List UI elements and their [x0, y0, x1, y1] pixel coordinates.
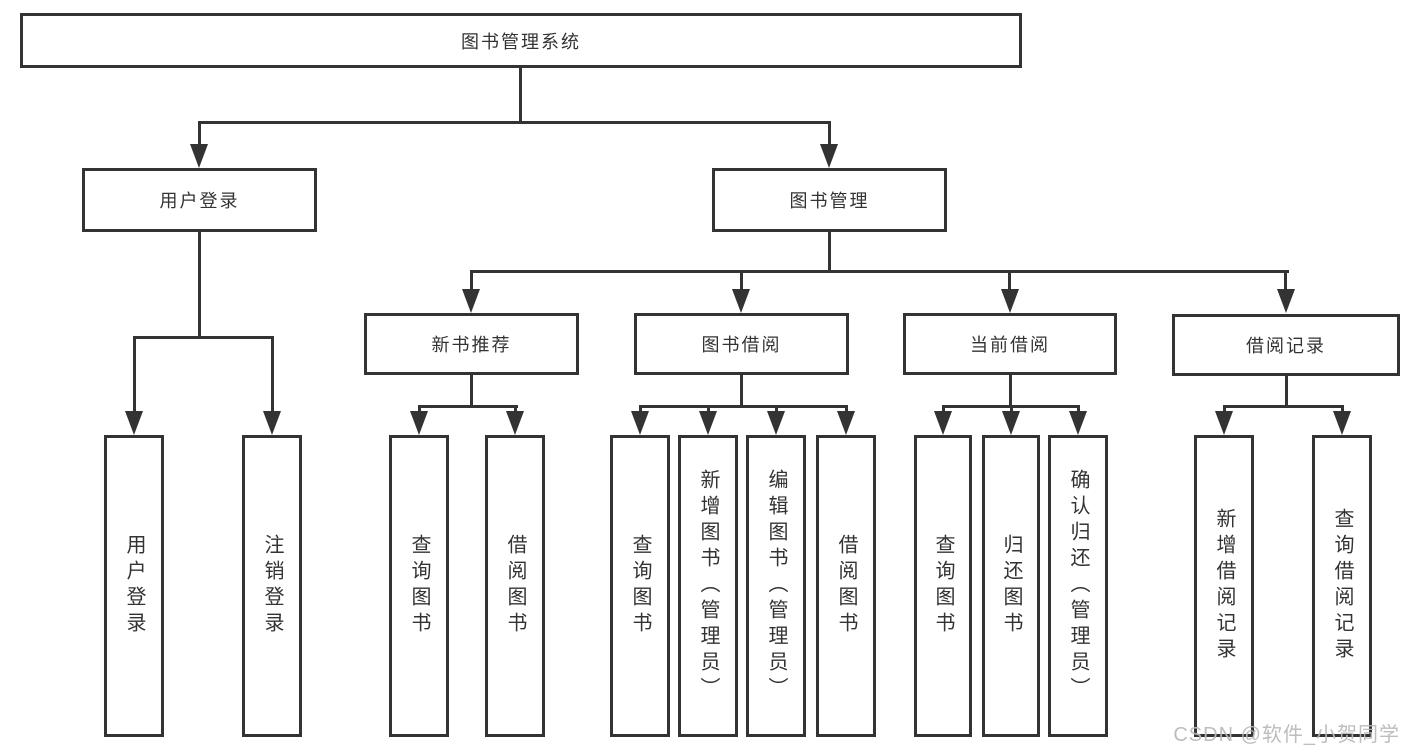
- node-book-management: 图书管理: [712, 168, 947, 232]
- connector-line: [519, 68, 522, 123]
- connector-line: [1284, 270, 1287, 294]
- arrow-down-icon: [506, 411, 524, 435]
- leaf-query-books-current: 查询图书: [914, 435, 972, 737]
- connector-line: [707, 405, 710, 415]
- arrow-down-icon: [263, 411, 281, 435]
- connector-line: [828, 121, 831, 147]
- leaf-borrow-books-recommend: 借阅图书: [485, 435, 545, 737]
- connector-line: [514, 405, 517, 415]
- node-current-borrowing: 当前借阅: [903, 313, 1117, 375]
- connector-line: [1223, 405, 1344, 408]
- arrow-down-icon: [820, 144, 838, 168]
- leaf-query-books-recommend: 查询图书: [389, 435, 449, 737]
- arrow-down-icon: [1277, 289, 1295, 313]
- arrow-down-icon: [125, 411, 143, 435]
- connector-line: [1285, 376, 1288, 408]
- connector-line: [470, 270, 1289, 273]
- leaf-user-login: 用户登录: [104, 435, 164, 737]
- leaf-borrow-books: 借阅图书: [816, 435, 876, 737]
- connector-line: [740, 270, 743, 294]
- node-new-book-recommendation: 新书推荐: [364, 313, 579, 375]
- arrow-down-icon: [934, 411, 952, 435]
- arrow-down-icon: [1002, 411, 1020, 435]
- connector-line: [1341, 405, 1344, 415]
- arrow-down-icon: [190, 144, 208, 168]
- connector-line: [845, 405, 848, 415]
- connector-line: [775, 405, 778, 415]
- connector-line: [198, 121, 831, 124]
- leaf-logout: 注销登录: [242, 435, 302, 737]
- arrow-down-icon: [1333, 411, 1351, 435]
- csdn-watermark: CSDN @软件_小贺同学: [1173, 724, 1400, 746]
- connector-line: [470, 375, 473, 408]
- connector-line: [198, 121, 201, 147]
- connector-line: [828, 232, 831, 273]
- arrow-down-icon: [631, 411, 649, 435]
- connector-line: [740, 375, 743, 408]
- arrow-down-icon: [462, 289, 480, 313]
- connector-line: [133, 336, 274, 339]
- connector-line: [1010, 405, 1013, 415]
- node-borrowing-records: 借阅记录: [1172, 314, 1400, 376]
- connector-line: [198, 232, 201, 339]
- arrow-down-icon: [1215, 411, 1233, 435]
- connector-line: [1008, 270, 1011, 294]
- leaf-return-books: 归还图书: [982, 435, 1040, 737]
- connector-line: [271, 336, 274, 414]
- connector-line: [133, 336, 136, 414]
- node-book-borrowing: 图书借阅: [634, 313, 849, 375]
- connector-line: [1077, 405, 1080, 415]
- arrow-down-icon: [767, 411, 785, 435]
- leaf-confirm-return-admin: 确认归还（管理员）: [1048, 435, 1108, 737]
- arrow-down-icon: [699, 411, 717, 435]
- arrow-down-icon: [1069, 411, 1087, 435]
- node-library-management-system: 图书管理系统: [20, 13, 1022, 68]
- leaf-add-borrow-record: 新增借阅记录: [1194, 435, 1254, 737]
- node-user-login: 用户登录: [82, 168, 317, 232]
- arrow-down-icon: [410, 411, 428, 435]
- connector-line: [1009, 375, 1012, 408]
- leaf-edit-books-admin: 编辑图书（管理员）: [746, 435, 806, 737]
- arrow-down-icon: [1001, 289, 1019, 313]
- connector-line: [418, 405, 421, 415]
- leaf-add-books-admin: 新增图书（管理员）: [678, 435, 738, 737]
- arrow-down-icon: [837, 411, 855, 435]
- connector-line: [639, 405, 642, 415]
- leaf-query-books-borrow: 查询图书: [610, 435, 670, 737]
- connector-line: [639, 405, 848, 408]
- connector-line: [418, 405, 518, 408]
- arrow-down-icon: [732, 289, 750, 313]
- connector-line: [1223, 405, 1226, 415]
- leaf-query-borrow-record: 查询借阅记录: [1312, 435, 1372, 737]
- connector-line: [942, 405, 945, 415]
- connector-line: [470, 270, 473, 294]
